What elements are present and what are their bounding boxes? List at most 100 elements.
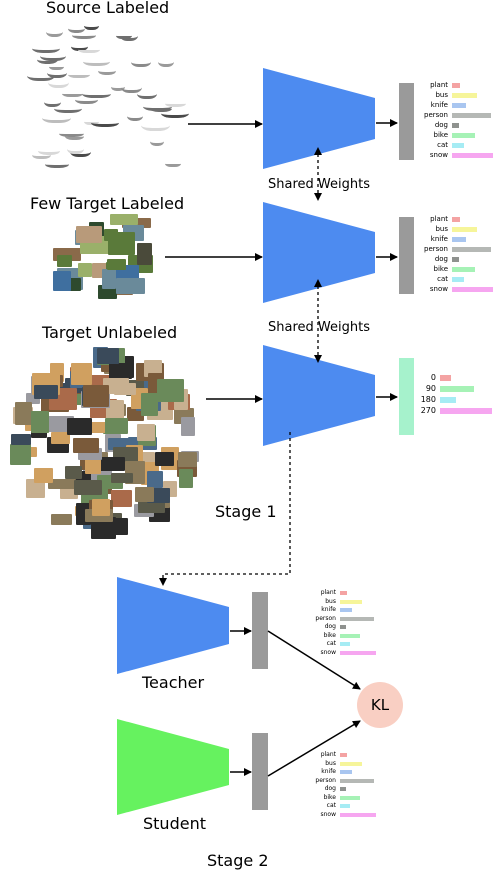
collage-thumbnail: [72, 29, 96, 39]
class-row: person: [408, 110, 498, 120]
class-row: plant: [298, 751, 388, 760]
collage-thumbnail: [137, 243, 152, 265]
rotation-label: 90: [425, 384, 436, 393]
class-label: person: [315, 776, 336, 784]
collage-thumbnail: [78, 263, 92, 277]
collage-thumbnail: [111, 490, 132, 507]
source-labeled-title: Source Labeled: [46, 0, 170, 17]
shared-network-1: [263, 68, 375, 169]
class-label: bus: [325, 597, 336, 605]
collage-thumbnail: [165, 98, 186, 107]
class-label: snow: [320, 648, 336, 656]
collage-thumbnail: [68, 21, 85, 33]
class-score-bar: [452, 113, 491, 118]
class-row: dog: [408, 120, 498, 130]
collage-thumbnail: [73, 438, 99, 453]
kl-label: KL: [370, 696, 390, 714]
rotation-label: 180: [420, 395, 436, 404]
shared-network-2: [263, 202, 375, 303]
collage-thumbnail: [83, 55, 110, 66]
collage-thumbnail: [34, 385, 58, 399]
class-label: cat: [326, 802, 336, 809]
collage-thumbnail: [78, 45, 100, 53]
class-score-bar: [452, 153, 493, 158]
collage-thumbnail: [75, 93, 98, 104]
rotation-score-bar: [440, 397, 456, 403]
class-row: bike: [298, 794, 388, 803]
class-label: dog: [324, 785, 336, 792]
collage-thumbnail: [71, 363, 92, 385]
collage-thumbnail: [104, 518, 128, 535]
rotation-score-bar: [440, 375, 451, 381]
class-label: person: [424, 245, 448, 253]
kl-divergence-node: KL: [357, 682, 403, 728]
class-score-bar: [340, 753, 347, 757]
class-row: knife: [408, 234, 498, 244]
class-label: plant: [320, 751, 336, 758]
class-label: knife: [430, 235, 448, 243]
collage-thumbnail: [27, 68, 55, 81]
collage-thumbnail: [143, 100, 172, 111]
class-row: knife: [298, 768, 388, 777]
output-feature-bar-1: [399, 83, 414, 160]
collage-thumbnail: [137, 424, 155, 441]
class-label: dog: [434, 255, 448, 263]
class-row: plant: [408, 80, 498, 90]
student-network: [117, 719, 229, 815]
teacher-output-bar: [252, 592, 268, 669]
collage-thumbnail: [31, 411, 49, 433]
collage-thumbnail: [141, 393, 158, 416]
collage-thumbnail: [48, 479, 76, 489]
collage-thumbnail: [114, 383, 136, 395]
class-label: bus: [435, 91, 448, 99]
rotation-row: 0: [398, 372, 498, 383]
shared-network-3: [263, 345, 375, 446]
class-score-bar: [452, 287, 493, 292]
class-score-bar: [452, 133, 475, 138]
class-score-bar: [452, 227, 477, 232]
class-score-bar: [452, 103, 466, 108]
collage-thumbnail: [46, 23, 63, 37]
class-score-bar: [340, 591, 347, 595]
stage-1-label: Stage 1: [215, 502, 277, 521]
collage-thumbnail: [97, 348, 119, 364]
class-label: bike: [433, 265, 449, 273]
collage-thumbnail: [62, 89, 83, 97]
collage-thumbnail: [165, 159, 181, 167]
class-row: person: [298, 615, 388, 624]
collage-thumbnail: [150, 134, 164, 146]
collage-thumbnail: [127, 108, 143, 121]
collage-thumbnail: [116, 278, 145, 294]
class-score-bar: [340, 770, 352, 774]
student-output-bar: [252, 733, 268, 810]
collage-thumbnail: [131, 54, 151, 67]
collage-thumbnail: [48, 73, 69, 88]
collage-thumbnail: [34, 468, 53, 483]
collage-thumbnail: [155, 452, 174, 466]
class-score-bar: [340, 599, 362, 604]
collage-thumbnail: [15, 402, 32, 425]
class-score-bar: [452, 277, 464, 282]
collage-thumbnail: [87, 422, 113, 433]
collage-thumbnail: [76, 226, 102, 243]
rotation-label: 0: [430, 373, 436, 382]
class-score-bar: [340, 642, 350, 646]
class-score-bar: [452, 93, 477, 98]
collage-thumbnail: [42, 110, 71, 123]
collage-thumbnail: [70, 144, 91, 157]
rotation-row: 270: [398, 405, 498, 416]
collage-thumbnail: [161, 106, 189, 118]
collage-thumbnail: [137, 86, 157, 99]
collage-thumbnail: [37, 52, 58, 64]
class-row: knife: [298, 606, 388, 615]
collage-thumbnail: [92, 499, 110, 516]
class-score-bar: [452, 123, 459, 128]
class-score-bar: [452, 83, 460, 88]
arrow-student-to-kl: [267, 720, 361, 777]
collage-thumbnail: [83, 385, 109, 407]
class-score-bar: [452, 267, 475, 272]
collage-thumbnail: [32, 41, 60, 53]
arrow-teacher-to-kl: [267, 630, 361, 690]
